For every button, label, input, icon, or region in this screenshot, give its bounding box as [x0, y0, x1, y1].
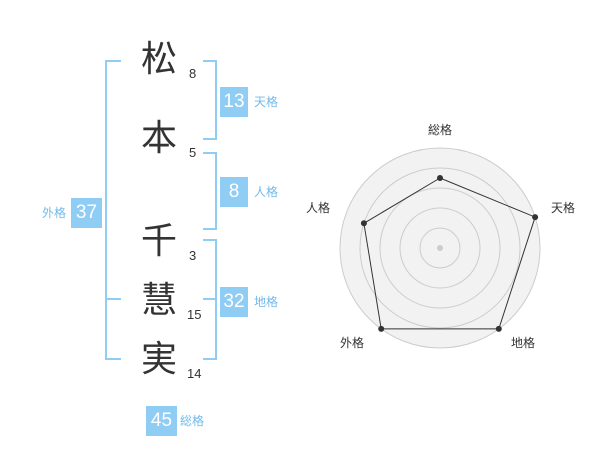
- radar-polygon: [363, 177, 536, 330]
- gaikaku-value-badge: 37: [71, 198, 102, 228]
- stroke-count-1: 8: [189, 66, 197, 81]
- axis-label-tenkaku: 天格: [551, 200, 575, 215]
- char-4: 慧: [141, 280, 178, 321]
- radar-ring-3: [379, 187, 501, 309]
- tenkaku-bracket: [203, 60, 217, 140]
- char-5: 実: [141, 339, 178, 380]
- jinkaku-label: 人格: [254, 185, 279, 199]
- axis-label-gaikaku: 外格: [340, 335, 364, 350]
- radar-ring-4: [359, 167, 521, 329]
- char-3: 千: [141, 221, 178, 262]
- axis-label-chikaku: 地格: [511, 335, 535, 350]
- char-2: 本: [141, 118, 178, 159]
- axis-label-jinkaku: 人格: [306, 200, 330, 215]
- stroke-count-2: 5: [189, 145, 197, 160]
- stroke-count-5: 14: [187, 366, 202, 381]
- radar-point-3: [495, 325, 502, 332]
- jinkaku-bracket: [203, 152, 217, 230]
- radar-ring-5: [339, 147, 541, 349]
- chikaku-value-badge: 32: [220, 287, 248, 317]
- radar-point-1: [437, 175, 443, 181]
- tenkaku-label: 天格: [254, 95, 279, 109]
- tenkaku-value-badge: 13: [220, 87, 248, 117]
- soukaku-value-badge: 45: [146, 406, 177, 436]
- gaikaku-label: 外格: [42, 206, 67, 220]
- radar-center-dot: [437, 245, 443, 251]
- chikaku-bracket-tick: [203, 298, 217, 300]
- radar-ring-1: [419, 227, 461, 269]
- radar-point-2: [532, 214, 539, 221]
- gaikaku-bracket-tick: [105, 298, 121, 300]
- radar-ring-2: [399, 207, 481, 289]
- char-1: 松: [141, 39, 178, 80]
- axis-label-soukaku: 総格: [428, 122, 452, 137]
- gaikaku-bracket: [105, 60, 121, 360]
- radar-point-4: [378, 325, 385, 332]
- stroke-count-4: 15: [187, 307, 202, 322]
- jinkaku-value-badge: 8: [220, 177, 248, 207]
- chikaku-label: 地格: [254, 295, 279, 309]
- stroke-count-3: 3: [189, 248, 197, 263]
- radar-point-5: [360, 220, 367, 227]
- soukaku-label: 総格: [180, 414, 205, 428]
